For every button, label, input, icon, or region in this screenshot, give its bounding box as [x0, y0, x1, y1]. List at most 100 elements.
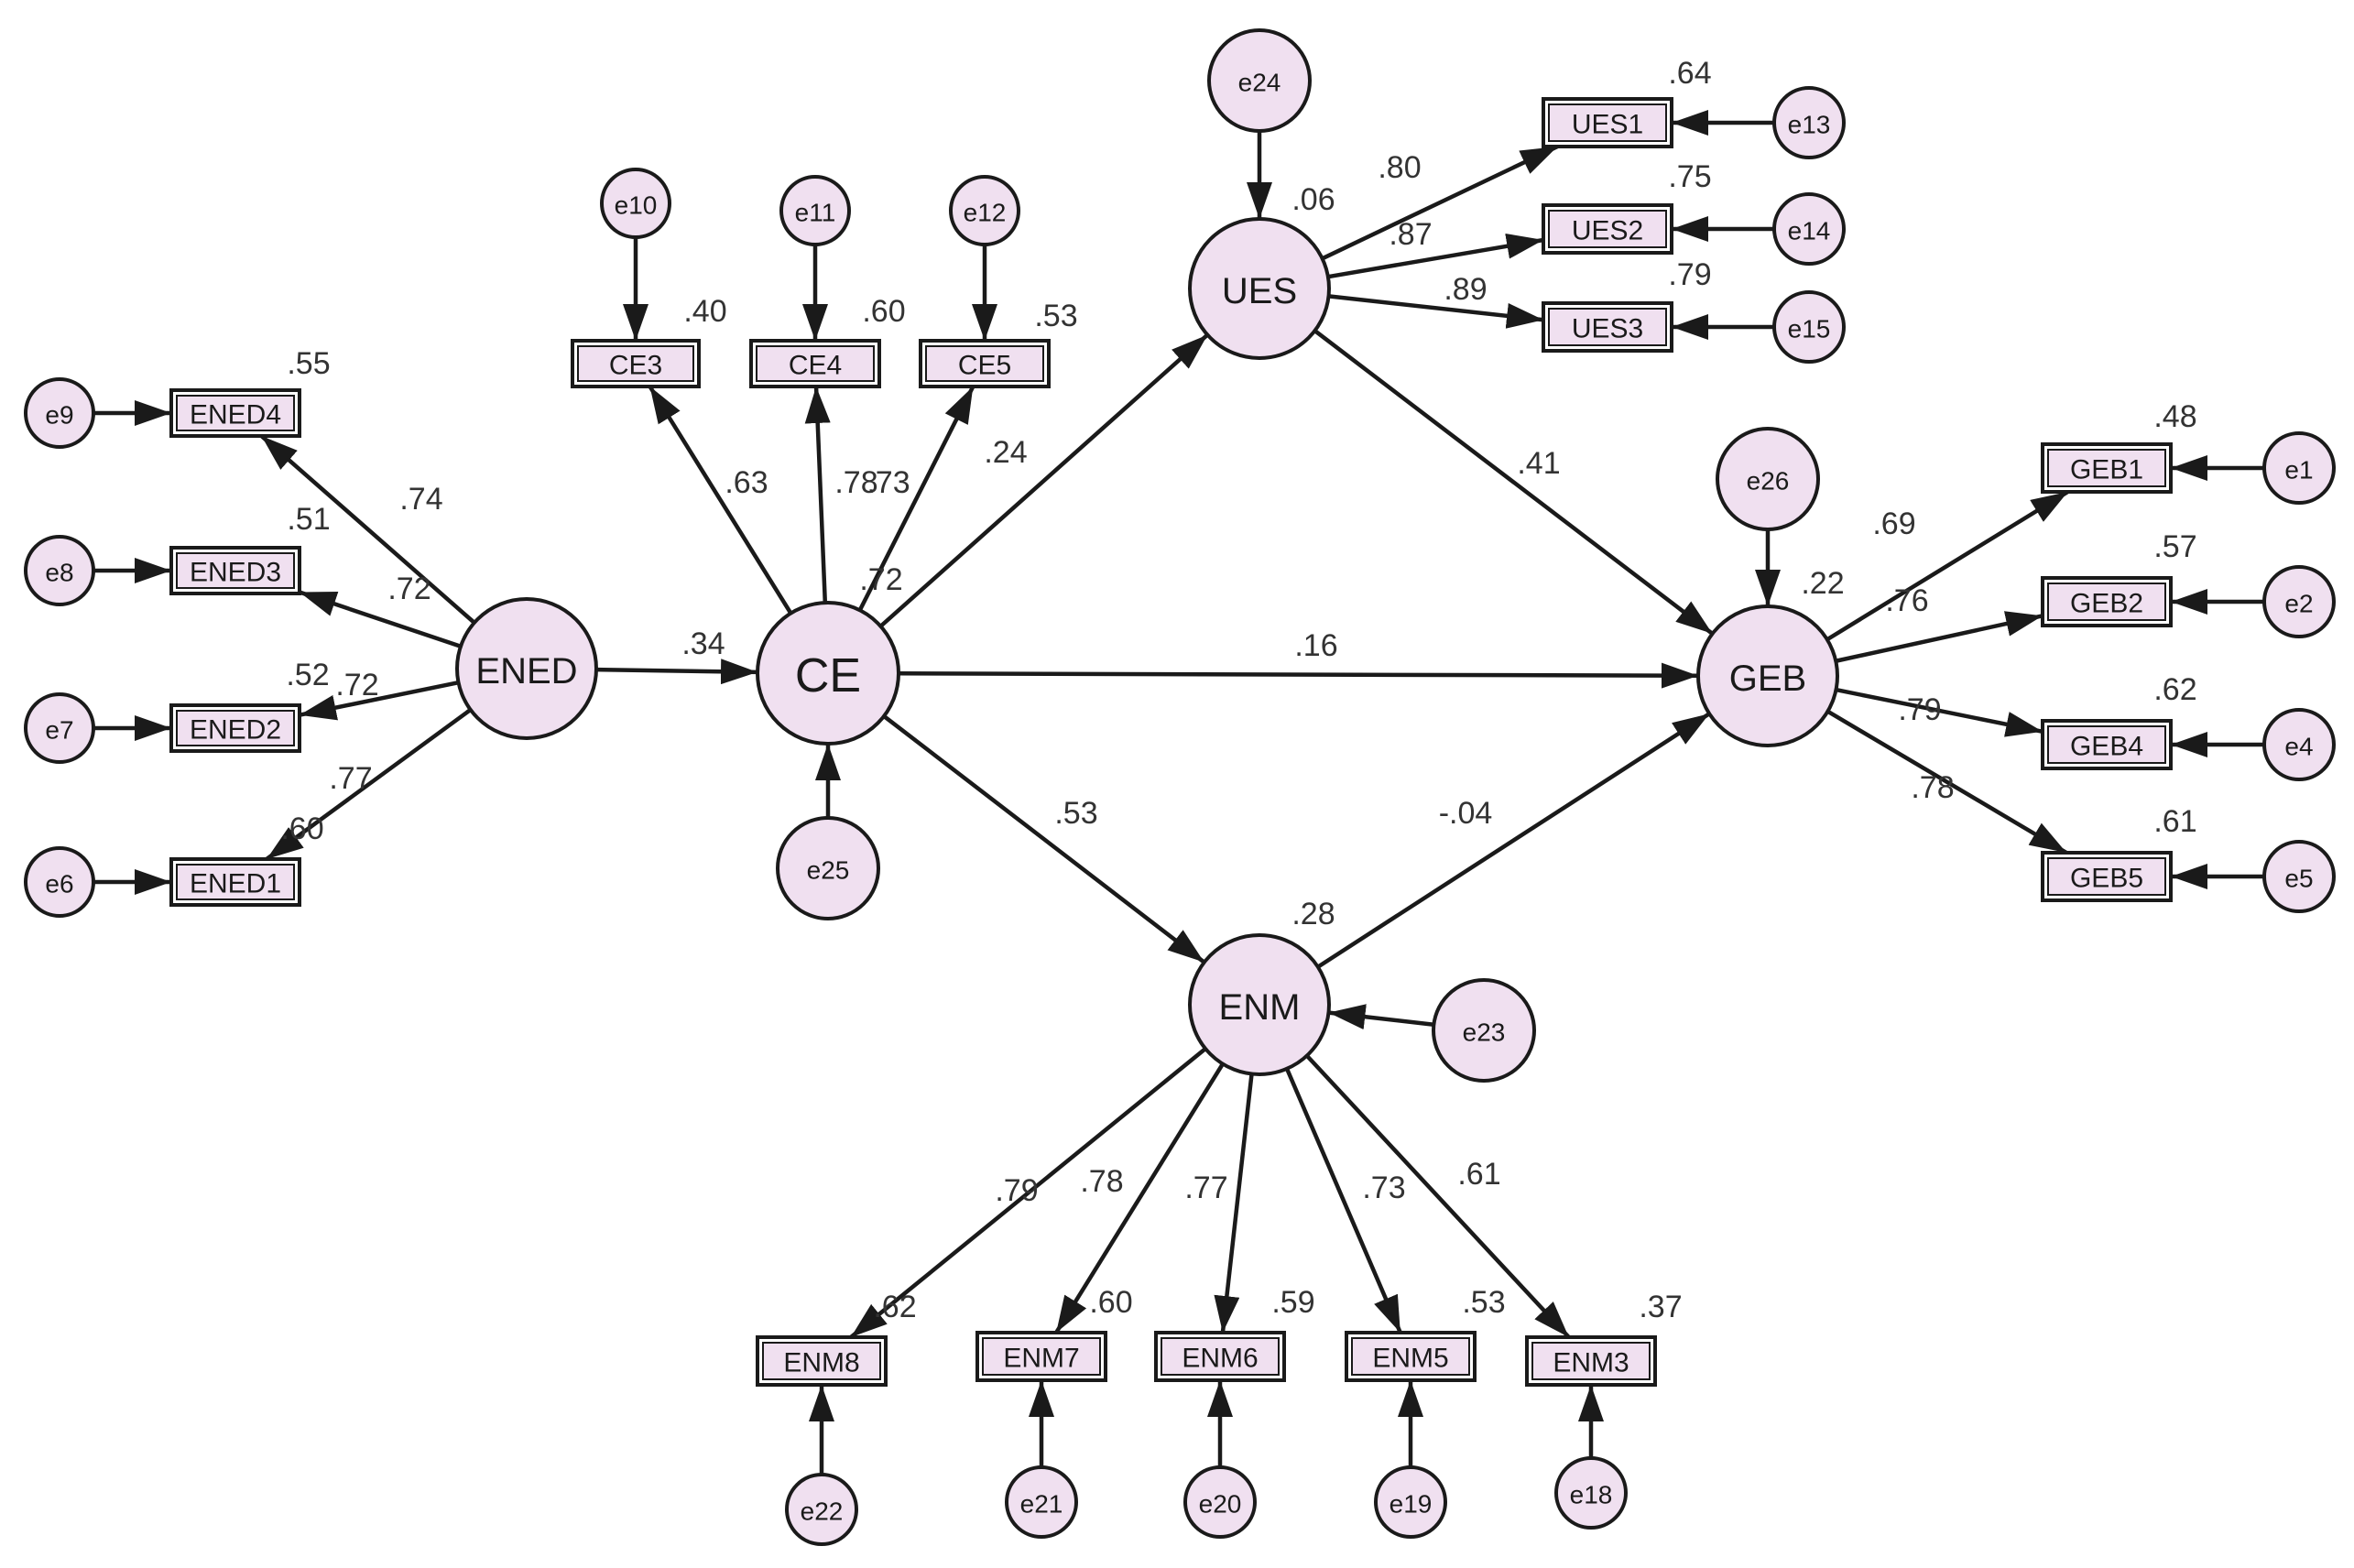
- error-label: e15: [1788, 315, 1831, 343]
- factor-loading: .87: [1389, 217, 1432, 252]
- error-label: e12: [964, 199, 1007, 227]
- indicator-label: UES1: [1572, 110, 1643, 140]
- indicator-box-enm8: [756, 1335, 888, 1387]
- error-label: e4: [2284, 733, 2313, 761]
- indicator-r-squared: .62: [873, 1290, 916, 1324]
- path-ce-to-ues: [878, 332, 1209, 628]
- indicator-r-squared: .59: [1271, 1285, 1314, 1320]
- loading-path-enm7: [1054, 1062, 1225, 1334]
- loading-path-enm5: [1284, 1067, 1402, 1334]
- error-node-e13: [1772, 86, 1846, 159]
- indicator-r-squared: .55: [287, 346, 330, 381]
- indicator-label: GEB2: [2070, 589, 2143, 619]
- loading-path-geb5: [1826, 709, 2068, 855]
- error-node-e20: [1183, 1465, 1257, 1539]
- path-coefficient: -.04: [1439, 796, 1493, 831]
- indicator-box-enm5: [1345, 1331, 1477, 1382]
- path-ce-to-geb: [898, 662, 1699, 689]
- indicator-label: ENED2: [190, 715, 281, 746]
- error-label: e1: [2284, 456, 2313, 485]
- indicator-box-ues3: [1542, 301, 1673, 353]
- error-label: e18: [1570, 1481, 1613, 1509]
- indicator-r-squared: .79: [1668, 257, 1711, 292]
- disturbance-label: e24: [1238, 69, 1281, 97]
- loading-path-ce5: [857, 385, 975, 612]
- indicator-box-inner: [2047, 449, 2166, 487]
- factor-loading: .77: [329, 761, 372, 796]
- loading-path-ce4: [804, 386, 831, 604]
- error-node-e7: [24, 692, 95, 764]
- indicator-box-inner: [1351, 1337, 1470, 1376]
- indicator-box-inner: [756, 345, 875, 382]
- factor-loading: .78: [1911, 770, 1954, 805]
- error-label: e22: [801, 1497, 844, 1526]
- loading-path-ues2: [1327, 233, 1544, 279]
- indicator-r-squared: .60: [862, 294, 905, 329]
- path-coefficient: .24: [984, 435, 1027, 470]
- disturbance-label: e23: [1463, 1018, 1506, 1047]
- indicator-box-ues2: [1542, 203, 1673, 255]
- indicator-label: ENED4: [190, 400, 281, 430]
- factor-loading: .78: [834, 465, 877, 500]
- disturbance-node-e25: [776, 816, 880, 920]
- squared-multiple-correlation: .22: [1801, 566, 1844, 601]
- indicator-label: GEB1: [2070, 455, 2143, 485]
- error-label: e6: [45, 870, 73, 898]
- error-label: e2: [2284, 590, 2313, 618]
- error-node-e22: [785, 1473, 858, 1546]
- latent-node-geb: [1696, 604, 1839, 747]
- loading-path-ened2: [299, 681, 459, 721]
- indicator-label: CE3: [609, 351, 662, 381]
- indicator-box-ened2: [169, 703, 301, 753]
- error-label: e9: [45, 401, 73, 430]
- factor-loading: .78: [1080, 1164, 1123, 1199]
- error-label: e11: [795, 199, 836, 227]
- latent-node-ened: [455, 597, 598, 740]
- error-node-e15: [1772, 290, 1846, 364]
- indicator-label: GEB4: [2070, 732, 2143, 762]
- loading-path-geb2: [1835, 611, 2043, 663]
- factor-loading: .72: [335, 668, 378, 702]
- path-ues-to-geb: [1313, 329, 1714, 636]
- indicator-box-inner: [1548, 308, 1667, 346]
- indicator-box-inner: [1548, 103, 1667, 142]
- disturbance-node-e26: [1716, 427, 1820, 531]
- loading-path-geb1: [1825, 490, 2069, 642]
- loading-path-enm8: [849, 1047, 1207, 1339]
- indicator-box-inner: [2047, 583, 2166, 621]
- latent-label: ENM: [1219, 987, 1301, 1028]
- indicator-r-squared: .40: [683, 294, 726, 329]
- loading-path-ues3: [1328, 294, 1544, 329]
- error-node-e6: [24, 846, 95, 918]
- indicator-label: ENED3: [190, 558, 281, 588]
- indicator-r-squared: .57: [2153, 529, 2196, 564]
- indicator-r-squared: .53: [1462, 1285, 1505, 1320]
- factor-loading: .89: [1444, 272, 1487, 307]
- loading-path-ce3: [648, 385, 793, 615]
- indicator-box-ues1: [1542, 97, 1673, 148]
- indicator-label: ENM5: [1372, 1344, 1448, 1374]
- edges-layer: [93, 110, 2264, 1475]
- path-ened-to-ce: [595, 659, 758, 685]
- indicator-label: ENM8: [783, 1348, 859, 1378]
- error-label: e8: [45, 559, 73, 587]
- factor-loading: .77: [1184, 1171, 1227, 1205]
- latent-label: UES: [1222, 271, 1297, 311]
- factor-loading: .74: [399, 482, 442, 517]
- indicator-box-geb4: [2041, 719, 2173, 770]
- error-label: e5: [2284, 865, 2313, 893]
- error-label: e10: [615, 191, 658, 220]
- factor-loading: .61: [1457, 1157, 1500, 1192]
- indicator-r-squared: .61: [2153, 804, 2196, 839]
- latent-label: CE: [795, 649, 861, 702]
- indicator-box-inner: [176, 395, 295, 431]
- indicator-label: UES3: [1572, 314, 1643, 344]
- path-coefficient: .41: [1517, 446, 1560, 481]
- loading-path-ened3: [299, 590, 462, 648]
- indicator-box-ce5: [919, 339, 1051, 388]
- loading-path-ues1: [1321, 144, 1559, 261]
- indicator-box-ened4: [169, 388, 301, 438]
- indicator-label: ENM6: [1182, 1344, 1258, 1374]
- error-node-e1: [2262, 431, 2336, 505]
